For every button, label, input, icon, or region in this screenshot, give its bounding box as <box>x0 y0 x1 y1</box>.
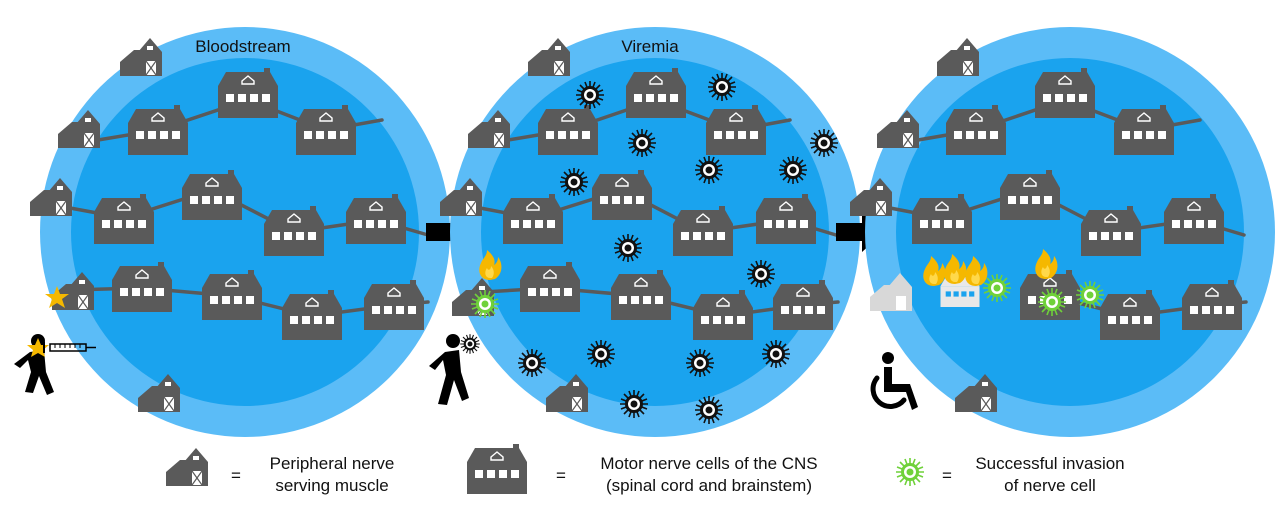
star-icon <box>45 286 69 308</box>
house-icon <box>181 169 243 221</box>
house-icon <box>1181 279 1243 331</box>
virus-icon <box>575 80 605 110</box>
person-walking-icon <box>429 334 469 405</box>
house-icon <box>772 279 834 331</box>
virus-icon <box>707 72 737 102</box>
house-icon <box>705 104 767 156</box>
house-icon <box>502 193 564 245</box>
virus-icon <box>761 339 791 369</box>
house-icon <box>625 67 687 119</box>
barn-icon <box>119 37 163 77</box>
person-walking-icon <box>14 334 54 395</box>
virus-icon <box>694 395 724 425</box>
house-icon <box>945 104 1007 156</box>
house-icon <box>1113 104 1175 156</box>
barn-icon <box>936 37 980 77</box>
house-icon <box>281 289 343 341</box>
virus-icon <box>559 167 589 197</box>
invading-virus-icon <box>1075 280 1105 310</box>
virus-icon <box>746 259 776 289</box>
house-icon <box>1163 193 1225 245</box>
virus-icon <box>694 155 724 185</box>
barn-icon <box>527 37 571 77</box>
legend-label: (spinal cord and brainstem) <box>606 476 812 495</box>
house-icon <box>93 193 155 245</box>
invading-virus-icon <box>1037 287 1067 317</box>
house-icon <box>591 169 653 221</box>
legend-equals: = <box>556 466 566 485</box>
house-icon <box>692 289 754 341</box>
virus-icon <box>459 333 481 355</box>
legend-label: Motor nerve cells of the CNS <box>600 454 817 473</box>
house-icon <box>201 269 263 321</box>
legend-label: serving muscle <box>275 476 388 495</box>
panel-title: Bloodstream <box>195 37 290 56</box>
house-icon <box>610 269 672 321</box>
panel-viremia: Viremia <box>429 27 860 437</box>
invading-virus-icon <box>470 289 500 319</box>
house-icon <box>363 279 425 331</box>
house-icon <box>127 104 189 156</box>
syringe-icon <box>43 342 96 353</box>
barn-icon <box>165 447 209 487</box>
house-icon <box>111 261 173 313</box>
house-icon <box>217 67 279 119</box>
legend-label: Peripheral nerve <box>270 454 395 473</box>
virus-icon <box>517 348 547 378</box>
legend: = Peripheral nerve serving muscle = Moto… <box>165 443 1125 495</box>
virus-icon <box>778 155 808 185</box>
house-icon <box>1080 205 1142 257</box>
house-icon <box>466 443 528 495</box>
legend-peripheral: = Peripheral nerve serving muscle <box>165 447 395 495</box>
virus-icon <box>809 128 839 158</box>
house-icon <box>999 169 1061 221</box>
virus-icon <box>586 339 616 369</box>
legend-equals: = <box>231 466 241 485</box>
house-icon <box>1099 289 1161 341</box>
virus-icon <box>613 233 643 263</box>
legend-label: of nerve cell <box>1004 476 1096 495</box>
house-icon <box>755 193 817 245</box>
house-icon <box>295 104 357 156</box>
house-icon <box>911 193 973 245</box>
invading-virus-icon <box>895 457 925 487</box>
house-icon <box>345 193 407 245</box>
legend-invasion: = Successful invasion of nerve cell <box>895 454 1125 495</box>
house-icon <box>537 104 599 156</box>
barn-icon-destroyed <box>870 273 912 311</box>
panel-title: Viremia <box>621 37 679 56</box>
legend-equals: = <box>942 466 952 485</box>
panel-paralysis <box>849 27 1275 437</box>
virus-icon <box>627 128 657 158</box>
wheelchair-icon <box>870 352 918 410</box>
legend-label: Successful invasion <box>975 454 1124 473</box>
house-icon <box>672 205 734 257</box>
house-icon <box>1034 67 1096 119</box>
legend-motor: = Motor nerve cells of the CNS (spinal c… <box>466 443 818 495</box>
virus-icon <box>685 348 715 378</box>
invading-virus-icon <box>982 273 1012 303</box>
house-icon <box>263 205 325 257</box>
house-icon <box>519 261 581 313</box>
panel-bloodstream: Bloodstream <box>14 27 450 437</box>
virus-icon <box>619 389 649 419</box>
